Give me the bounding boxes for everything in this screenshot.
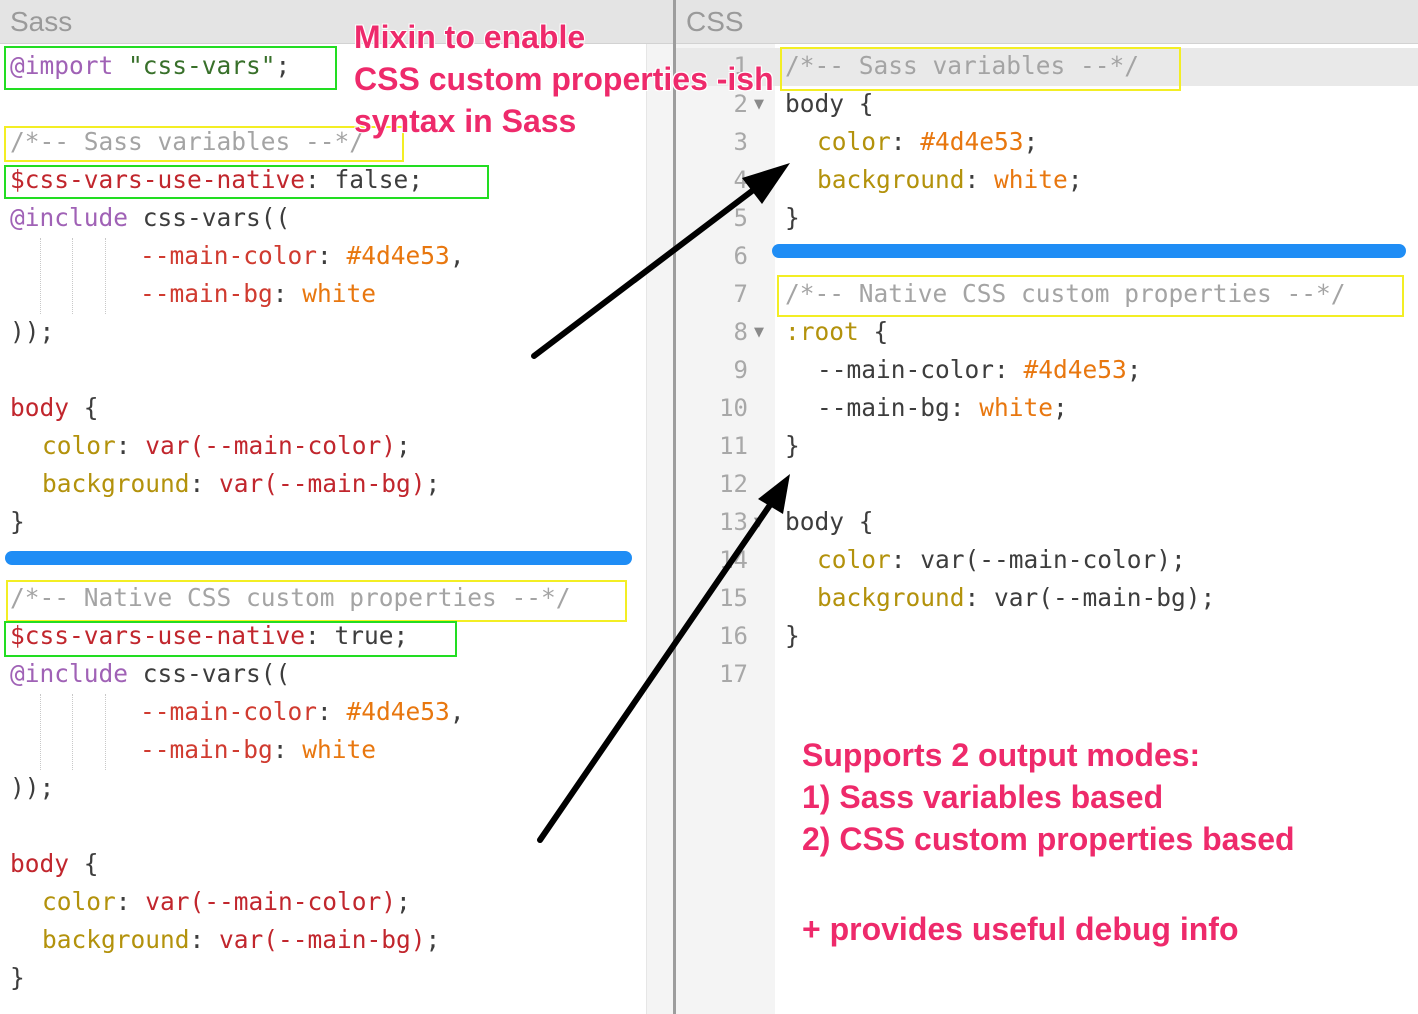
indent-guide bbox=[72, 238, 73, 314]
sass-line: background: var(--main-bg); bbox=[42, 469, 441, 498]
line-number: 16 bbox=[719, 622, 748, 650]
sass-pane-title: Sass bbox=[10, 6, 73, 37]
line-number: 9 bbox=[733, 356, 748, 384]
css-pane-header: CSS bbox=[676, 0, 1418, 44]
indent-guide bbox=[105, 238, 106, 314]
css-pane-title: CSS bbox=[686, 6, 744, 37]
line-number: 11 bbox=[719, 432, 748, 460]
css-line: background: var(--main-bg); bbox=[817, 583, 1216, 612]
line-number: 6 bbox=[733, 242, 748, 270]
css-line-number-gutter bbox=[676, 44, 775, 1014]
sass-comment: /*-- Native CSS custom properties --*/ bbox=[10, 583, 571, 612]
annotation-modes-line2: 1) Sass variables based bbox=[802, 779, 1164, 815]
sass-line: body { bbox=[10, 393, 99, 422]
css-line: body { bbox=[785, 89, 874, 118]
sass-pane-scrollbar[interactable] bbox=[646, 44, 674, 1014]
css-line: } bbox=[785, 431, 800, 460]
sass-line: @include css-vars(( bbox=[10, 203, 291, 232]
sass-line: $css-vars-use-native: true; bbox=[10, 621, 409, 650]
css-line: body { bbox=[785, 507, 874, 536]
line-number: 7 bbox=[733, 280, 748, 308]
line-number: 4 bbox=[733, 166, 748, 194]
sass-line: --main-color: #4d4e53, bbox=[140, 241, 465, 270]
use-native-true-highlight-box bbox=[4, 621, 457, 657]
css-line: } bbox=[785, 203, 800, 232]
sass-line: } bbox=[10, 963, 25, 992]
sass-line: )); bbox=[10, 773, 55, 802]
line-number: 10 bbox=[719, 394, 748, 422]
line-number: 8 bbox=[733, 318, 748, 346]
annotation-mixin-line1: Mixin to enable bbox=[354, 19, 586, 55]
sass-line: $css-vars-use-native: false; bbox=[10, 165, 424, 194]
line-number: 3 bbox=[733, 128, 748, 156]
fold-toggle-icon[interactable]: ▼ bbox=[754, 97, 764, 112]
fold-toggle-icon[interactable]: ▼ bbox=[754, 325, 764, 340]
css-line: :root { bbox=[785, 317, 889, 346]
css-line: } bbox=[785, 621, 800, 650]
sass-line: @import "css-vars"; bbox=[10, 51, 291, 80]
annotation-modes-line1: Supports 2 output modes: bbox=[802, 737, 1201, 773]
css-comment: /*-- Sass variables --*/ bbox=[785, 51, 1140, 80]
css-line: color: var(--main-color); bbox=[817, 545, 1186, 574]
sass-line: )); bbox=[10, 317, 55, 346]
line-number: 13 bbox=[719, 508, 748, 536]
pane-divider[interactable] bbox=[673, 0, 676, 1014]
css-line: --main-color: #4d4e53; bbox=[817, 355, 1142, 384]
annotation-debug-info: + provides useful debug info bbox=[802, 911, 1239, 947]
css-line: color: #4d4e53; bbox=[817, 127, 1039, 156]
indent-guide bbox=[40, 238, 41, 314]
sass-line: background: var(--main-bg); bbox=[42, 925, 441, 954]
line-number: 1 bbox=[733, 52, 748, 80]
sass-comment: /*-- Sass variables --*/ bbox=[10, 127, 365, 156]
use-native-false-highlight-box bbox=[4, 165, 489, 199]
separator-bar bbox=[5, 551, 632, 565]
sass-comment-highlight-box bbox=[4, 126, 404, 162]
css-line: background: white; bbox=[817, 165, 1083, 194]
line-number: 2 bbox=[733, 90, 748, 118]
line-number: 17 bbox=[719, 660, 748, 688]
indent-guide bbox=[105, 694, 106, 770]
sass-line: @include css-vars(( bbox=[10, 659, 291, 688]
css-native-comment-highlight-box bbox=[777, 275, 1404, 317]
css-comment: /*-- Native CSS custom properties --*/ bbox=[785, 279, 1346, 308]
css-sass-comment-highlight-box bbox=[780, 47, 1181, 91]
css-line: --main-bg: white; bbox=[817, 393, 1068, 422]
css-separator-bar bbox=[772, 244, 1406, 258]
indent-guide bbox=[72, 694, 73, 770]
sass-pane-header: Sass bbox=[0, 0, 674, 44]
sass-line: --main-bg: white bbox=[140, 279, 377, 308]
sass-line: body { bbox=[10, 849, 99, 878]
active-line-highlight bbox=[676, 48, 1418, 86]
line-number: 12 bbox=[719, 470, 748, 498]
arrow-to-sass-output bbox=[531, 163, 790, 359]
annotation-mixin-line2: CSS custom properties -ish bbox=[354, 61, 774, 97]
line-number: 15 bbox=[719, 584, 748, 612]
indent-guide bbox=[40, 694, 41, 770]
annotation-mixin-line3: syntax in Sass bbox=[354, 103, 577, 139]
annotation-modes-line3: 2) CSS custom properties based bbox=[802, 821, 1295, 857]
sass-line: --main-bg: white bbox=[140, 735, 377, 764]
line-number: 5 bbox=[733, 204, 748, 232]
sass-line: --main-color: #4d4e53, bbox=[140, 697, 465, 726]
sass-line: color: var(--main-color); bbox=[42, 431, 411, 460]
sass-line: } bbox=[10, 507, 25, 536]
import-highlight-box bbox=[4, 46, 337, 90]
arrow-to-native-output bbox=[537, 474, 790, 843]
sass-line: color: var(--main-color); bbox=[42, 887, 411, 916]
